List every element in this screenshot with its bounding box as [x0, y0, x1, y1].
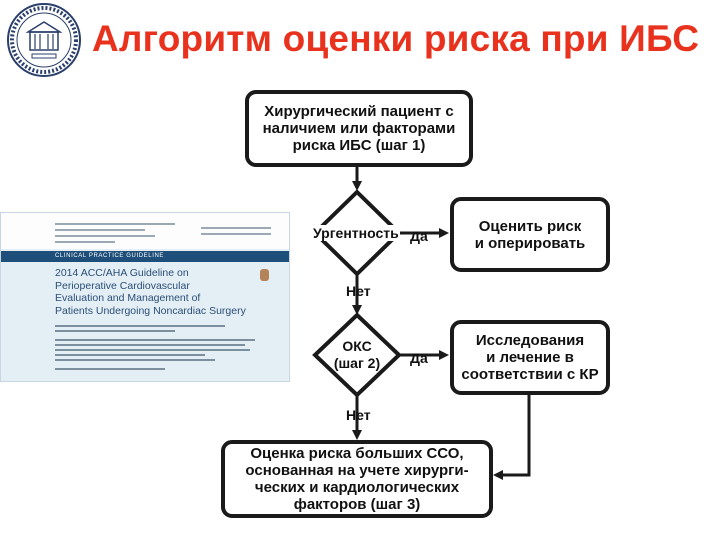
decision-acs-label: ОКС (шаг 2): [333, 338, 381, 371]
cover-small-text: [55, 229, 145, 231]
final-risk-text: Оценка риска больших ССО, основанная на …: [245, 445, 469, 513]
arrow-investigations-to-final: [493, 395, 531, 480]
cover-band: CLINICAL PRACTICE GUIDELINE: [1, 251, 289, 262]
cover-small-text: [55, 241, 115, 243]
cover-small-text: [201, 233, 271, 235]
final-risk-box: Оценка риска больших ССО, основанная на …: [221, 440, 493, 518]
start-box-text: Хирургический пациент с наличием или фак…: [262, 103, 456, 154]
assess-and-operate-box: Оценить риск и оперировать: [450, 197, 610, 272]
page-title: Алгоритм оценки риска при ИБС: [92, 18, 700, 59]
acs-yes-label: Да: [410, 350, 428, 366]
guideline-cover-image: CLINICAL PRACTICE GUIDELINE 2014 ACC/AHA…: [0, 212, 290, 382]
urgency-no-label: Нет: [346, 283, 371, 299]
investigations-box: Исследования и лечение в соответствии с …: [450, 320, 610, 395]
university-seal-logo: [7, 3, 81, 77]
cover-seal-icon: [260, 269, 269, 281]
cover-small-text: [55, 223, 175, 225]
cover-title: 2014 ACC/AHA Guideline on Perioperative …: [55, 267, 246, 317]
cover-header: [1, 213, 289, 249]
cover-small-text: [55, 349, 250, 351]
cover-small-text: [55, 354, 205, 356]
assess-and-operate-text: Оценить риск и оперировать: [474, 217, 586, 252]
investigations-text: Исследования и лечение в соответствии с …: [461, 332, 599, 383]
decision-urgency-label: Ургентность: [312, 225, 400, 241]
cover-small-text: [55, 344, 245, 346]
urgency-yes-label: Да: [410, 228, 428, 244]
start-box: Хирургический пациент с наличием или фак…: [245, 90, 473, 167]
cover-small-text: [55, 339, 255, 341]
cover-small-text: [55, 330, 175, 332]
acs-no-label: Нет: [346, 407, 371, 423]
cover-small-text: [55, 325, 225, 327]
cover-small-text: [55, 359, 215, 361]
cover-small-text: [55, 368, 165, 370]
cover-small-text: [55, 235, 155, 237]
cover-small-text: [201, 227, 271, 229]
